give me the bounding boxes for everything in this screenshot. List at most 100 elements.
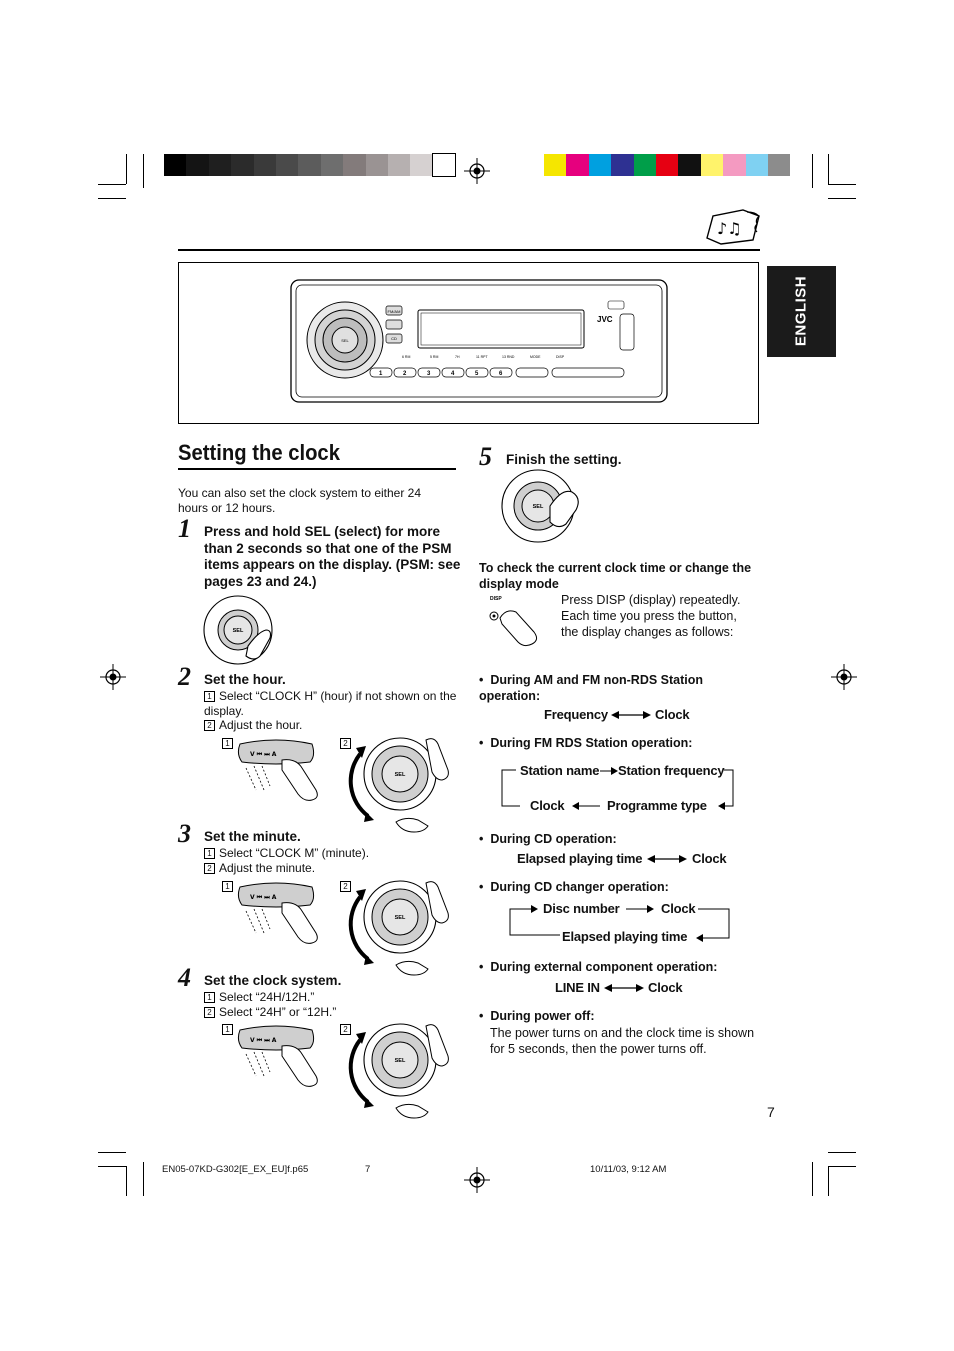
substep-number-2: 2 — [340, 881, 351, 892]
svg-text:4: 4 — [451, 371, 455, 377]
step-title: Set the clock system. — [204, 973, 342, 988]
svg-text:SEL: SEL — [395, 1058, 406, 1064]
color-swatch — [768, 154, 791, 176]
color-swatch — [611, 154, 634, 176]
mode-label-rds: • During FM RDS Station operation: — [479, 736, 693, 750]
flow-item: Clock — [530, 798, 565, 813]
crop-mark — [126, 154, 127, 184]
svg-text:V ⏮ ⏭ A: V ⏮ ⏭ A — [250, 751, 277, 758]
title-rule — [178, 468, 456, 470]
mode-label-power: • During power off: — [479, 1009, 595, 1023]
sel-dial-turn-illustration: SEL — [348, 737, 449, 833]
substep-number-1: 1 — [222, 881, 233, 892]
color-swatch — [745, 154, 768, 176]
mode-label-cd: • During CD operation: — [479, 832, 617, 846]
arrow-buttons-press-illustration: V ⏮ ⏭ A — [237, 1025, 318, 1087]
color-swatch — [208, 154, 232, 176]
step-title: Press and hold SEL (select) for more tha… — [204, 524, 461, 589]
crop-mark — [812, 1162, 813, 1196]
double-arrow-icon — [611, 711, 651, 719]
svg-text:3: 3 — [427, 371, 431, 377]
svg-text:SEL: SEL — [395, 915, 406, 921]
unit-illustration-frame — [178, 262, 759, 424]
changer-cycle-lines — [509, 905, 730, 942]
svg-text:11 RPT: 11 RPT — [476, 355, 488, 359]
footer-date: 10/11/03, 9:12 AM — [590, 1164, 667, 1175]
sel-button-press-illustration: SEL — [203, 595, 273, 665]
step4-illustrations: 1 2 V ⏮ ⏭ A SEL — [218, 1020, 458, 1120]
svg-text:V ⏮ ⏭ A: V ⏮ ⏭ A — [250, 1037, 277, 1044]
svg-text:1: 1 — [379, 371, 383, 377]
footer-page: 7 — [365, 1164, 371, 1175]
arrow-buttons-press-illustration: V ⏮ ⏭ A — [237, 739, 318, 801]
flow-item: Clock — [648, 980, 683, 995]
crop-mark — [98, 1166, 126, 1167]
language-tab-label: ENGLISH — [792, 275, 810, 347]
svg-text:MODE: MODE — [530, 355, 541, 359]
flow-item: Elapsed playing time — [517, 851, 643, 866]
color-swatch — [343, 154, 366, 176]
substep-number-1: 1 — [222, 738, 233, 749]
substep-number-1: 1 — [222, 1024, 233, 1035]
registration-target-icon — [831, 664, 857, 690]
color-swatch — [723, 154, 746, 176]
flow-item: Clock — [692, 851, 727, 866]
arrow-buttons-press-illustration: V ⏮ ⏭ A — [237, 882, 318, 944]
flow-item: Station name — [520, 763, 600, 778]
crop-mark — [828, 154, 829, 184]
flow-item: Disc number — [543, 901, 620, 916]
color-swatch — [544, 154, 567, 176]
svg-text:13 RND: 13 RND — [502, 355, 515, 359]
svg-text:DISP: DISP — [556, 355, 565, 359]
check-heading: To check the current clock time or chang… — [479, 561, 752, 591]
color-swatch — [656, 154, 679, 176]
crop-mark — [126, 1166, 127, 1196]
mode-label-ext: • During external component operation: — [479, 960, 718, 974]
flow-item: LINE IN — [555, 980, 600, 995]
step-number: 5 — [479, 442, 492, 471]
step3-illustrations: 1 2 V ⏮ ⏭ A SEL — [218, 877, 458, 977]
svg-text:2: 2 — [403, 371, 407, 377]
color-swatch — [320, 154, 344, 176]
intro-text: You can also set the clock system to eit… — [178, 486, 422, 515]
flow-item: Clock — [655, 707, 690, 722]
color-swatch — [410, 154, 433, 176]
sel-dial-turn-illustration: SEL — [348, 880, 449, 976]
crop-mark — [143, 1162, 144, 1196]
mode-label-changer: • During CD changer operation: — [479, 880, 669, 894]
double-arrow-icon — [647, 855, 687, 863]
step-number: 1 — [178, 514, 191, 543]
flow-item: Programme type — [607, 798, 707, 813]
header-rule — [178, 249, 760, 251]
step-number: 2 — [178, 662, 191, 691]
color-swatch — [276, 154, 299, 176]
svg-text:FM/AM: FM/AM — [388, 309, 401, 314]
crop-mark — [98, 198, 126, 199]
svg-text:SEL: SEL — [533, 504, 544, 510]
svg-text:DISP: DISP — [490, 596, 502, 602]
language-tab: ENGLISH — [767, 266, 836, 357]
flow-item: Frequency — [544, 707, 608, 722]
color-swatch — [253, 154, 276, 176]
sel-button-press-illustration: SEL — [501, 469, 579, 543]
flow-item: Clock — [661, 901, 696, 916]
power-off-text: The power turns on and the clock time is… — [490, 1026, 755, 1056]
svg-text:6: 6 — [499, 371, 503, 377]
rds-cycle-lines — [501, 767, 734, 810]
sel-dial-turn-illustration: SEL — [348, 1023, 449, 1119]
svg-text:7H: 7H — [455, 355, 460, 359]
color-swatch — [388, 154, 411, 176]
registration-target-icon — [464, 158, 490, 184]
color-swatch — [365, 154, 388, 176]
step-number: 4 — [178, 963, 191, 992]
crop-mark — [98, 1152, 126, 1153]
svg-text:5 RM: 5 RM — [430, 355, 438, 359]
svg-text:6 RM: 6 RM — [402, 355, 410, 359]
step-number: 3 — [178, 819, 191, 848]
